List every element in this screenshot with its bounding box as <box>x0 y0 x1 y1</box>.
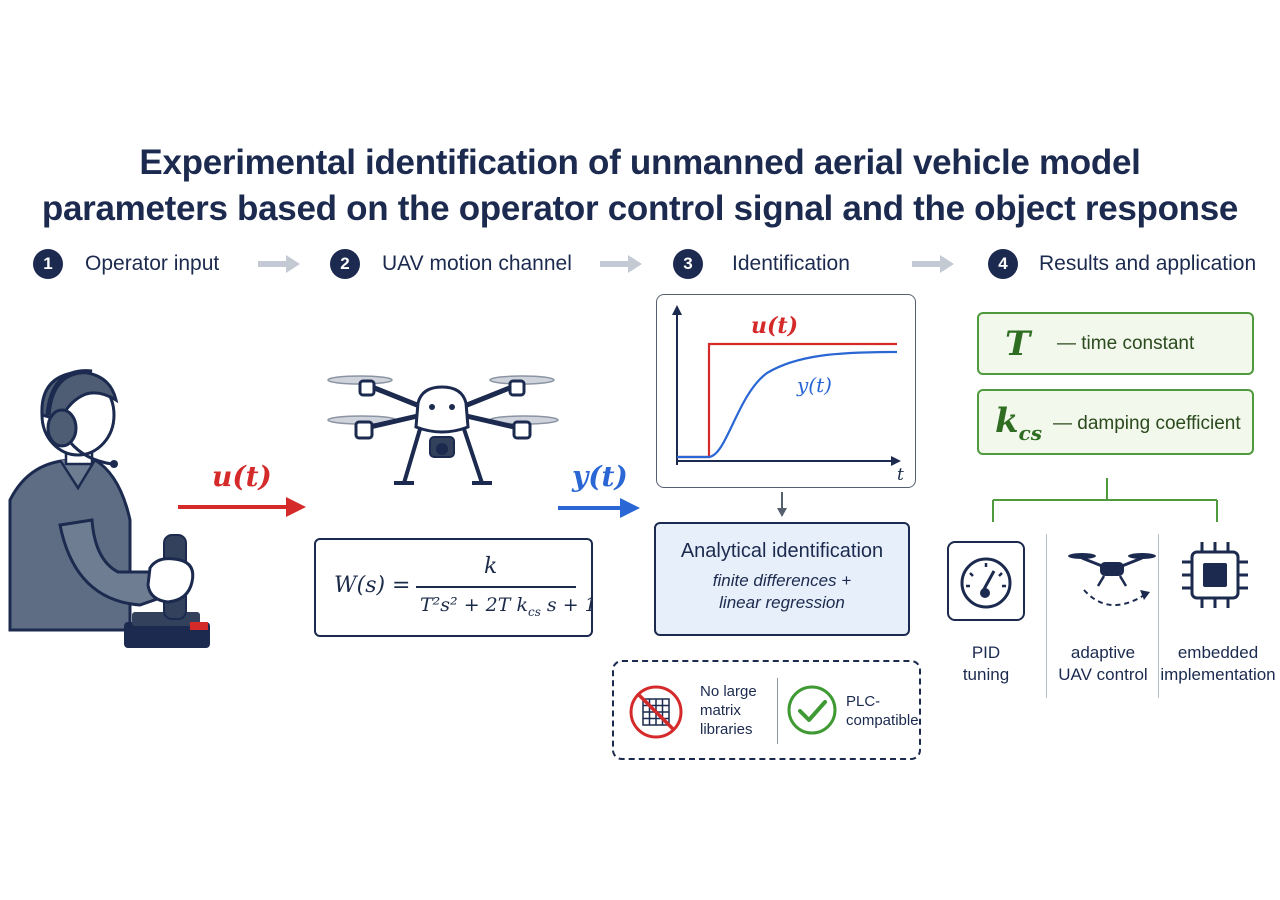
output-signal-arrow-icon <box>558 498 640 518</box>
denominator-tail: s + 1 <box>540 594 597 616</box>
no-matrix-line-3: libraries <box>700 721 753 738</box>
step-2-label: UAV motion channel <box>382 252 572 275</box>
transfer-function-denominator: T²s² + 2T kcs s + 1 <box>420 594 597 619</box>
no-matrix-line-1: No large <box>700 683 757 700</box>
step-1-label: Operator input <box>85 252 220 275</box>
step-3-label: Identification <box>732 252 850 275</box>
plot-canvas <box>672 305 901 466</box>
transfer-function-numerator: k <box>484 554 498 579</box>
adaptive-line-1: adaptive <box>1070 643 1136 662</box>
results-bracket-icon <box>992 478 1218 522</box>
drone-icon <box>1068 553 1156 607</box>
plc-line-2: compatible <box>846 712 919 729</box>
embedded-label: embedded implementation <box>1160 642 1276 686</box>
input-signal-arrow-icon <box>178 497 306 517</box>
damping-symbol: kcs <box>995 401 1042 445</box>
plc-label: PLC- compatible <box>846 692 919 730</box>
step-arrow-2-icon <box>600 255 642 273</box>
output-signal-label: y(t) <box>572 460 628 493</box>
denominator-subscript: cs <box>527 604 541 619</box>
title-line-1: Experimental identification of unmanned … <box>139 143 1141 182</box>
time-constant-symbol: T <box>1005 324 1031 364</box>
gauge-icon <box>960 557 1012 609</box>
time-constant-description: — time constant <box>1057 333 1195 354</box>
app-divider-1 <box>1046 534 1047 698</box>
embedded-line-2: implementation <box>1160 665 1276 684</box>
transfer-function-lhs: W(s) = <box>334 573 411 598</box>
step-response-plot: u(t) y(t) t <box>656 294 916 488</box>
page-title: Experimental identification of unmanned … <box>0 140 1280 232</box>
analytical-identification-box: Analytical identification finite differe… <box>654 522 910 636</box>
title-line-2: parameters based on the operator control… <box>41 189 1239 228</box>
pid-line-1: PID <box>971 643 1001 662</box>
damping-symbol-subscript: cs <box>1018 420 1042 445</box>
chip-icon <box>1182 542 1248 608</box>
no-matrix-label: No large matrix libraries <box>700 682 757 739</box>
app-divider-2 <box>1158 534 1159 698</box>
denominator-main: T²s² + 2T k <box>420 594 528 616</box>
output-response-curve <box>677 350 898 459</box>
step-3-number: 3 <box>673 249 703 279</box>
result-time-constant: T — time constant <box>977 312 1254 375</box>
adaptive-control-label: adaptive UAV control <box>1050 642 1156 686</box>
step-4-number: 4 <box>988 249 1018 279</box>
damping-symbol-main: k <box>995 401 1019 441</box>
transfer-function-box: W(s) = k T²s² + 2T kcs s + 1 <box>314 538 597 637</box>
result-damping-coefficient: kcs — damping coefficient <box>977 389 1254 455</box>
embedded-line-1: embedded <box>1177 643 1259 662</box>
identification-line-2: linear regression <box>719 593 845 612</box>
step-2-number: 2 <box>330 249 360 279</box>
input-signal-label: u(t) <box>212 460 272 493</box>
identification-line-1: finite differences + <box>712 571 852 590</box>
plot-input-label: u(t) <box>751 313 798 339</box>
step-1-number: 1 <box>33 249 63 279</box>
damping-description: — damping coefficient <box>1053 413 1241 434</box>
identification-title: Analytical identification <box>680 540 884 562</box>
down-arrow-icon <box>777 492 787 517</box>
fraction-bar <box>416 586 576 588</box>
uav-drone-icon <box>327 375 559 485</box>
constraints-divider <box>777 678 778 744</box>
pid-tuning-tile <box>947 541 1025 621</box>
check-icon <box>787 685 837 735</box>
step-arrow-3-icon <box>912 255 954 273</box>
plot-time-label: t <box>897 465 904 485</box>
adaptive-line-2: UAV control <box>1058 665 1148 684</box>
no-matrix-line-2: matrix <box>700 702 741 719</box>
input-step-curve <box>677 342 897 459</box>
plot-output-label: y(t) <box>797 373 832 397</box>
constraints-box: No large matrix libraries PLC- compatibl… <box>612 660 921 760</box>
step-4-label: Results and application <box>1039 252 1257 275</box>
pid-tuning-label: PID tuning <box>934 642 1038 686</box>
operator-with-joystick-icon <box>8 369 210 648</box>
pid-line-2: tuning <box>962 665 1010 684</box>
no-matrix-icon <box>629 685 683 739</box>
step-arrow-1-icon <box>258 255 300 273</box>
plc-line-1: PLC- <box>846 693 881 710</box>
